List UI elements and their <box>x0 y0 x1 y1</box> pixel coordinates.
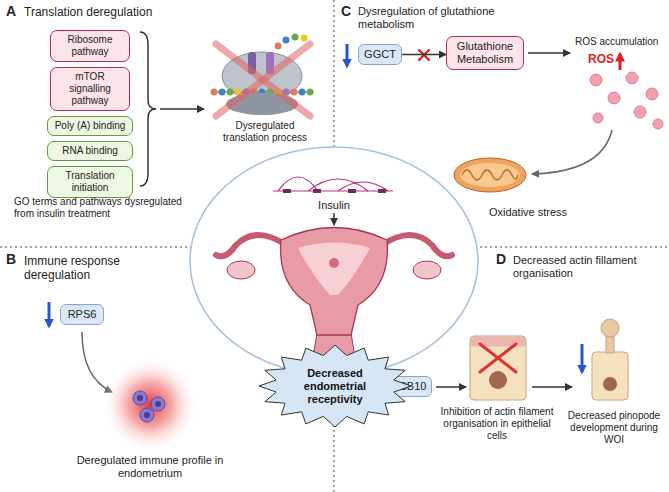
box-label: mTOR signalling pathway <box>55 71 125 107</box>
ros-label: ROS <box>588 52 614 66</box>
down-arrow <box>48 302 51 326</box>
caption-text: Dysregulated translation process <box>215 120 315 144</box>
box-label: Glutathione Metabolism <box>451 40 519 66</box>
box-label: RPS6 <box>65 308 99 321</box>
box-label: GGCT <box>363 48 397 61</box>
down-arrow <box>346 44 349 66</box>
pathway-box: Ribosome pathway <box>50 30 130 62</box>
curved-arrow <box>532 130 612 174</box>
go-term-box: Translation initiation <box>47 166 133 198</box>
gene-structure <box>273 177 393 193</box>
caption-text: ROS accumulation <box>575 36 658 48</box>
starburst-text-area: Decreased endometrial receptivity <box>257 344 413 428</box>
uterus-illustration <box>216 228 452 358</box>
caption-text: Decreased pinopode development during WO… <box>562 410 666 446</box>
up-arrow <box>619 54 622 70</box>
panel-title: Dysregulation of glutathione metabolism <box>358 5 523 31</box>
box-label: Poly (A) binding <box>52 120 128 132</box>
ros-particles <box>590 72 663 129</box>
caption-text: Inhibition of actin filament organisatio… <box>438 406 556 442</box>
pathway-box: mTOR signalling pathway <box>50 67 130 111</box>
gene-box: RPS6 <box>60 304 104 325</box>
epithelial-cell <box>470 336 526 400</box>
stimulus-label: Insulin <box>188 199 480 212</box>
arrow <box>532 386 572 388</box>
arrow <box>528 52 570 54</box>
ribosome-icon <box>211 34 315 117</box>
panel-title: Decreased actin fillament organisation <box>513 254 663 280</box>
pathway-box: Glutathione Metabolism <box>446 36 524 70</box>
outcome-label: Decreased endometrial receptivity <box>289 367 381 406</box>
box-label: Ribosome pathway <box>55 34 125 58</box>
gene-box: GGCT <box>358 44 402 65</box>
go-term-box: Poly (A) binding <box>47 116 133 136</box>
panel-title: Immune response deregulation <box>24 254 134 283</box>
go-term-box: RNA binding <box>47 141 133 161</box>
bracket <box>140 32 156 186</box>
box-label: RNA binding <box>52 145 128 157</box>
down-arrow <box>581 344 584 372</box>
connector <box>402 54 446 56</box>
box-label: Translation initiation <box>52 170 128 194</box>
panel-letter: B <box>6 251 16 268</box>
mitochondrion <box>454 158 526 192</box>
insulin-ellipse: Insulin <box>188 145 480 377</box>
note-text: GO terms and pathways dysregulated from … <box>14 196 189 220</box>
ellipse-shape <box>188 145 480 377</box>
caption-text: Deregulated immune profile in endometriu… <box>75 454 225 480</box>
panel-letter: A <box>6 3 16 20</box>
receptivity-starburst: Decreased endometrial receptivity <box>257 344 413 428</box>
panel-letter: C <box>341 3 351 20</box>
arrow <box>160 108 204 110</box>
panel-letter: D <box>496 251 506 268</box>
immune-cells <box>102 357 198 453</box>
arrow <box>436 386 466 388</box>
pinopode-cell <box>592 319 628 400</box>
panel-title: Translation deregulation <box>24 5 184 19</box>
caption-text: Oxidative stress <box>478 206 578 219</box>
